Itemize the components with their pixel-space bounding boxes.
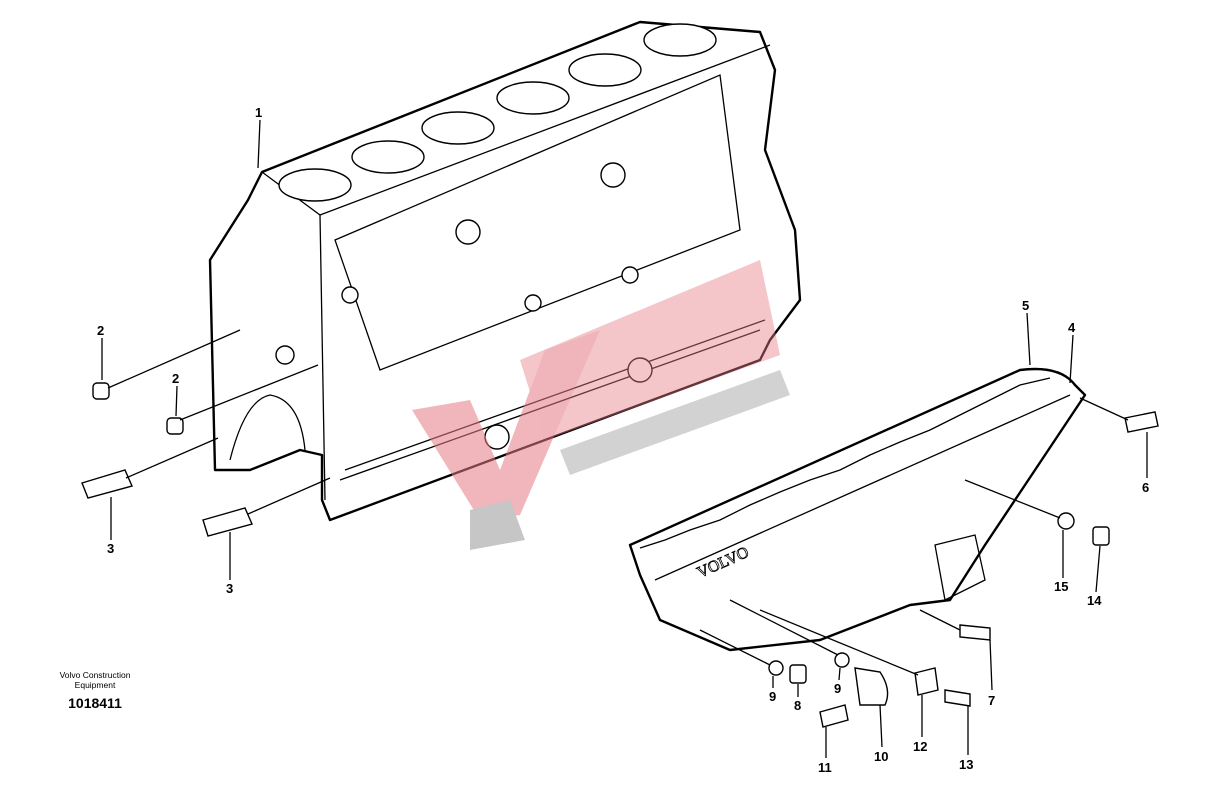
callout-13: 13 (959, 757, 973, 772)
callout-12: 12 (913, 739, 927, 754)
callout-15: 15 (1054, 579, 1068, 594)
callout-11: 11 (818, 760, 832, 775)
callout-4: 4 (1068, 320, 1076, 335)
plug-14 (1092, 526, 1110, 546)
sleeve-3b (202, 507, 253, 537)
cylinder-block (208, 20, 802, 522)
callout-10: 10 (874, 749, 888, 764)
hose-11 (819, 704, 849, 728)
organization-name: Volvo Construction Equipment (59, 670, 131, 690)
callout-8: 8 (794, 698, 801, 713)
callout-2b: 2 (172, 371, 179, 386)
callout-labels: 1 2 2 3 3 4 5 6 7 8 9 9 10 11 12 13 14 1… (97, 105, 1149, 775)
drawing-info: Volvo Construction Equipment 1018411 (50, 670, 140, 711)
screw-13 (944, 689, 971, 707)
washer-9a (768, 660, 784, 676)
callout-6: 6 (1142, 480, 1149, 495)
callout-14: 14 (1087, 593, 1102, 608)
callout-1: 1 (255, 105, 262, 120)
plug-8 (789, 664, 807, 684)
callout-9a: 9 (769, 689, 776, 704)
washer-9b (834, 652, 850, 668)
leader-lines (101, 119, 1148, 758)
watermark-logo (412, 260, 790, 550)
bolt-6 (1124, 411, 1159, 433)
dowel-pin-2a (92, 382, 110, 400)
washer-15 (1057, 512, 1075, 530)
callout-2a: 2 (97, 323, 104, 338)
drawing-number: 1018411 (68, 695, 122, 711)
callout-7: 7 (988, 693, 995, 708)
sleeve-3a (81, 469, 133, 499)
callout-5: 5 (1022, 298, 1029, 313)
callout-9b: 9 (834, 681, 841, 696)
small-parts (81, 382, 1159, 728)
pipe-10 (854, 667, 889, 706)
callout-3a: 3 (107, 541, 114, 556)
callout-3b: 3 (226, 581, 233, 596)
bolt-7 (959, 624, 991, 641)
dowel-pin-2b (166, 417, 184, 435)
bracket-12 (914, 667, 939, 696)
